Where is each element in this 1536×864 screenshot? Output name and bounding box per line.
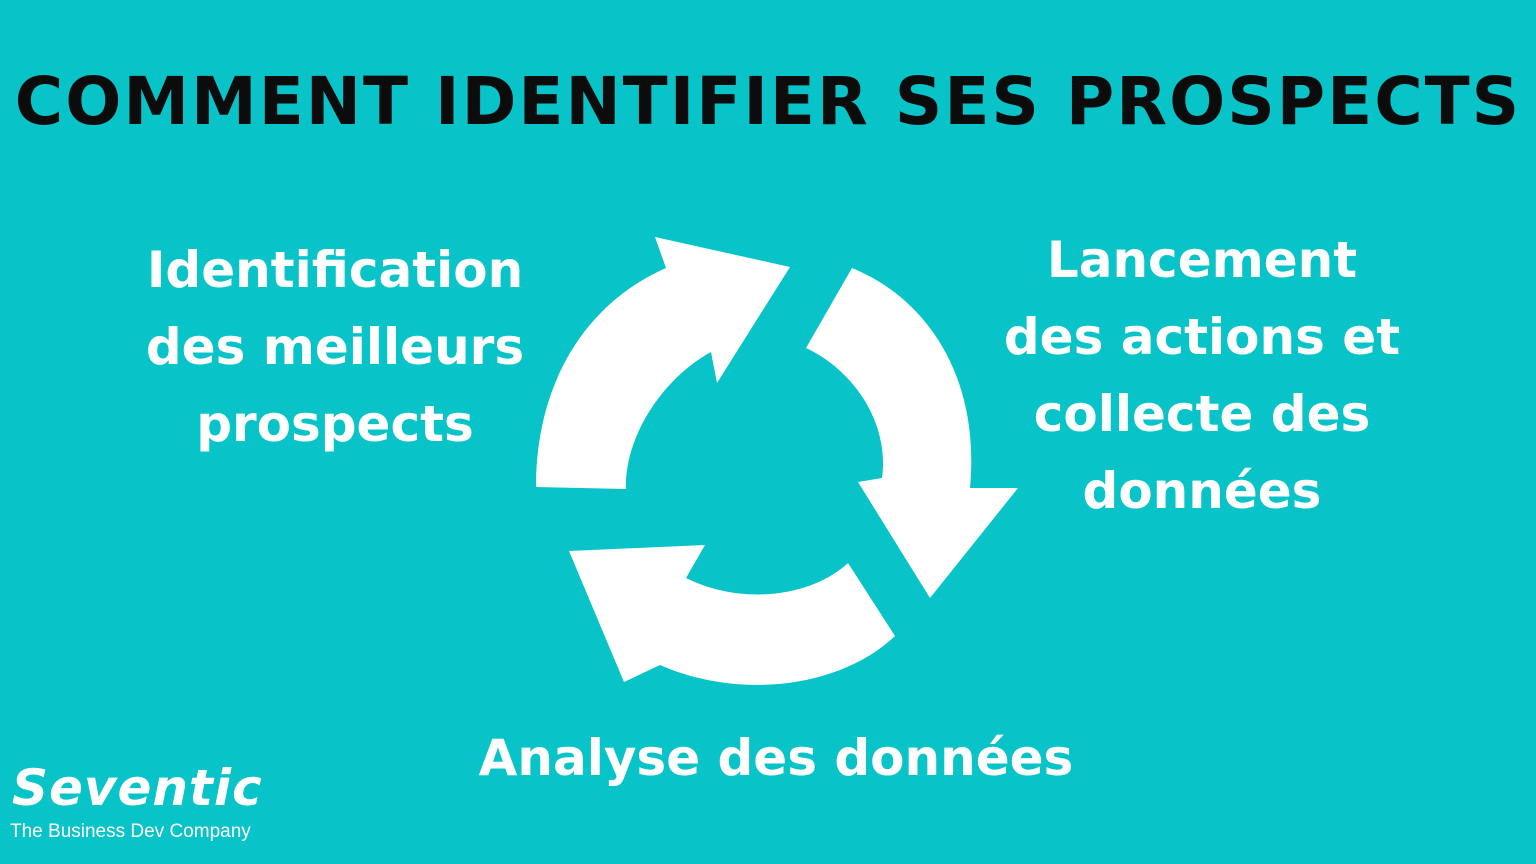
step-lancement-line: Lancement: [1046, 231, 1358, 289]
cycle-arrow-right: [806, 268, 1018, 598]
page-title: COMMENT IDENTIFIER SES PROSPECTS: [14, 63, 1522, 140]
step-lancement-line: données: [1082, 462, 1322, 520]
step-identification-line: Identification: [146, 241, 524, 299]
cycle-arrow-bottom: [569, 545, 895, 685]
logo-tagline: The Business Dev Company: [10, 821, 251, 842]
step-identification-line: des meilleurs: [145, 318, 525, 376]
cycle-arrow-top-left: [536, 237, 790, 489]
step-lancement-line: collecte des: [1033, 385, 1371, 443]
step-identification-line: prospects: [196, 395, 474, 453]
step-lancement: Lancement des actions et collecte des do…: [1002, 222, 1402, 530]
step-identification: Identification des meilleurs prospects: [135, 232, 535, 463]
logo-name: Seventic: [12, 759, 263, 817]
step-analyse-line: Analyse des données: [478, 729, 1074, 787]
step-analyse: Analyse des données: [476, 720, 1076, 797]
step-lancement-line: des actions et: [1003, 308, 1401, 366]
